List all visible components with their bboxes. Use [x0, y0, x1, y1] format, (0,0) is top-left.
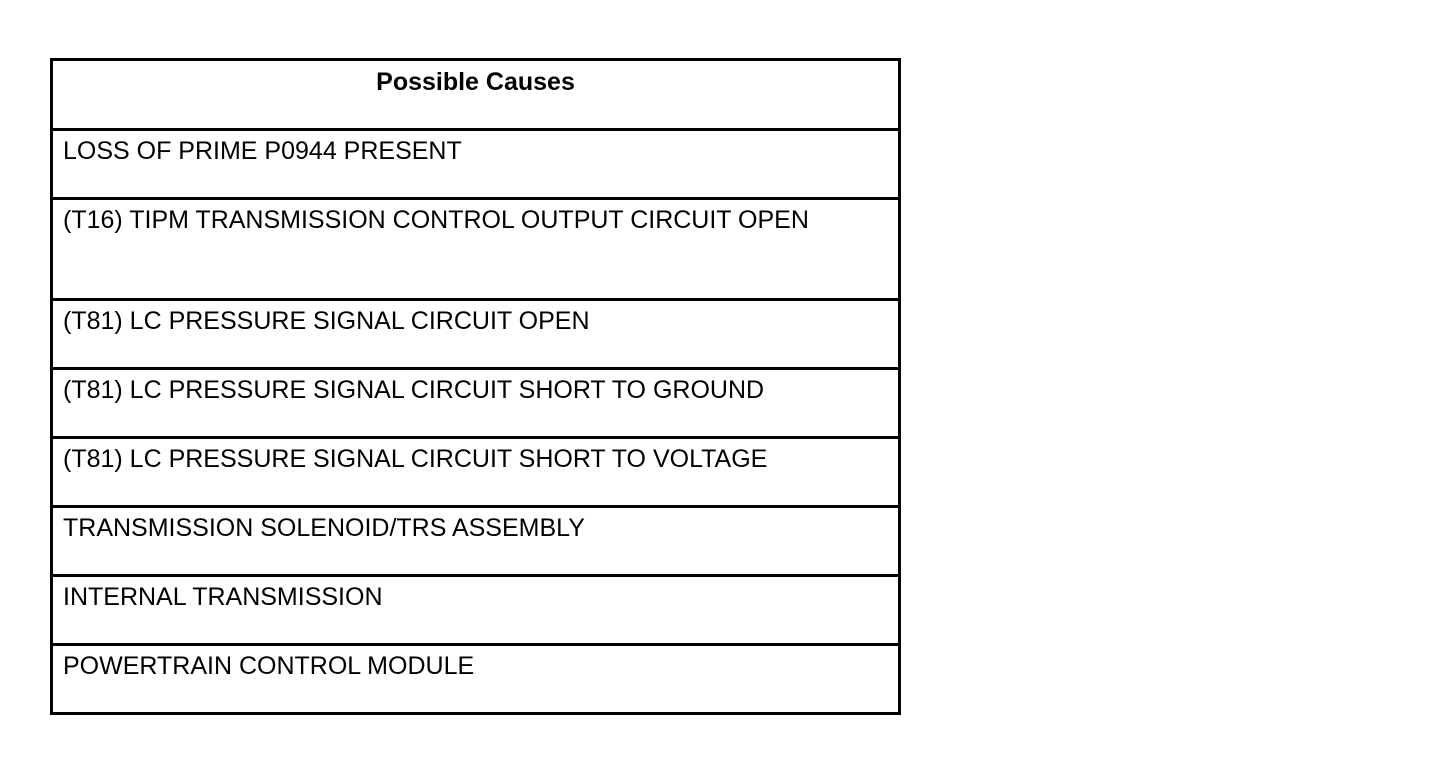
- table-row: (T81) LC PRESSURE SIGNAL CIRCUIT SHORT T…: [50, 367, 901, 439]
- cause-cell: (T81) LC PRESSURE SIGNAL CIRCUIT SHORT T…: [50, 436, 901, 508]
- cause-cell: (T81) LC PRESSURE SIGNAL CIRCUIT SHORT T…: [50, 367, 901, 439]
- possible-causes-table: Possible Causes LOSS OF PRIME P0944 PRES…: [50, 58, 901, 715]
- table-row: (T81) LC PRESSURE SIGNAL CIRCUIT SHORT T…: [50, 436, 901, 508]
- table-header-cell: Possible Causes: [50, 58, 901, 131]
- cause-cell: (T16) TIPM TRANSMISSION CONTROL OUTPUT C…: [50, 197, 901, 301]
- table-row: LOSS OF PRIME P0944 PRESENT: [50, 128, 901, 200]
- cause-cell: POWERTRAIN CONTROL MODULE: [50, 643, 901, 715]
- table-row: TRANSMISSION SOLENOID/TRS ASSEMBLY: [50, 505, 901, 577]
- table-row: INTERNAL TRANSMISSION: [50, 574, 901, 646]
- cause-cell: (T81) LC PRESSURE SIGNAL CIRCUIT OPEN: [50, 298, 901, 370]
- table-row: (T16) TIPM TRANSMISSION CONTROL OUTPUT C…: [50, 197, 901, 301]
- table-row: (T81) LC PRESSURE SIGNAL CIRCUIT OPEN: [50, 298, 901, 370]
- table-header-row: Possible Causes: [50, 58, 901, 131]
- cause-cell: TRANSMISSION SOLENOID/TRS ASSEMBLY: [50, 505, 901, 577]
- cause-cell: LOSS OF PRIME P0944 PRESENT: [50, 128, 901, 200]
- cause-cell: INTERNAL TRANSMISSION: [50, 574, 901, 646]
- table-row: POWERTRAIN CONTROL MODULE: [50, 643, 901, 715]
